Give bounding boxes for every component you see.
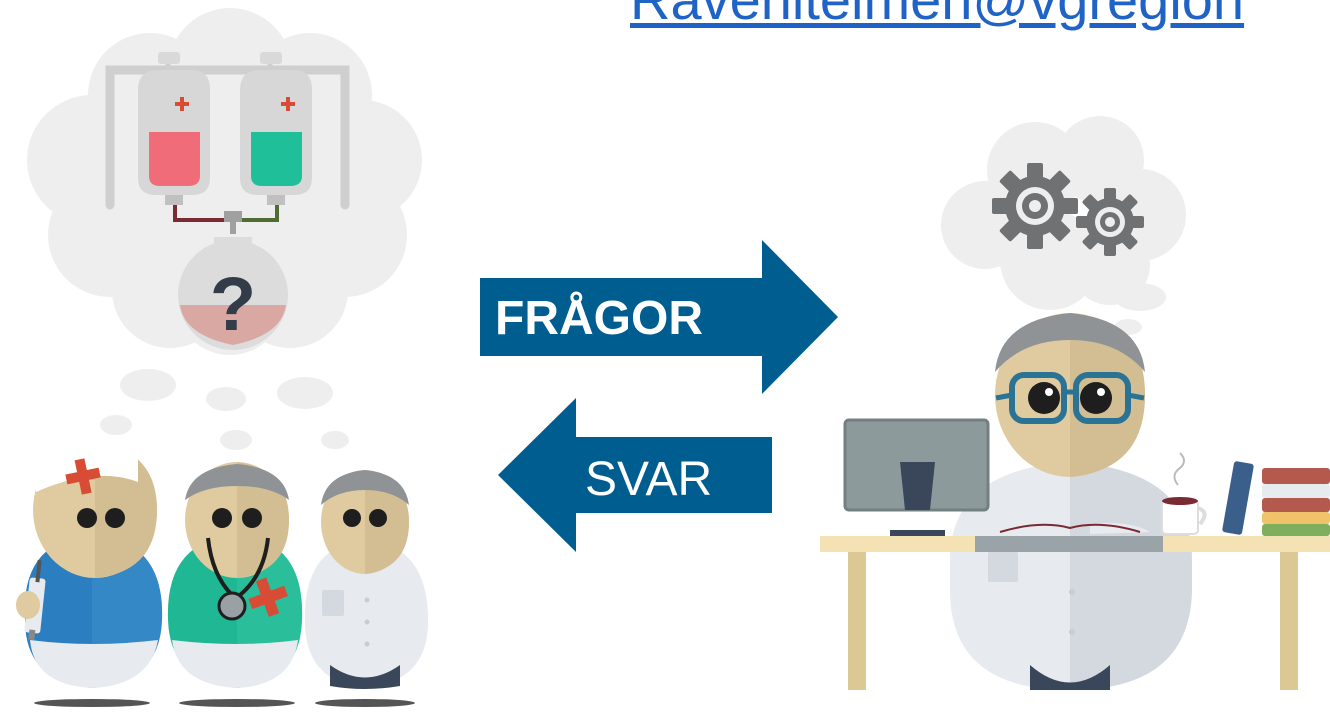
monitor-icon <box>843 418 990 536</box>
thought-cloud-right <box>941 116 1186 335</box>
svg-text:?: ? <box>210 262 256 347</box>
questions-arrow-label: FRÅGOR <box>495 291 703 345</box>
answers-arrow: SVAR <box>498 398 772 552</box>
desk-scene <box>820 313 1330 690</box>
questions-arrow: FRÅGOR <box>480 240 838 394</box>
glasses-icon <box>995 372 1145 424</box>
nurse-character <box>16 440 163 688</box>
thought-cloud-left: ? <box>27 8 422 450</box>
iv-bags-question-icon: ? <box>105 52 350 350</box>
email-link[interactable]: Rävehitelmen@vgregion <box>630 0 1244 30</box>
doctor-character <box>167 462 303 688</box>
coffee-cup-icon <box>1161 452 1207 535</box>
answers-arrow-label: SVAR <box>585 453 712 506</box>
lab-coat-character <box>304 470 429 689</box>
character-shadows <box>34 699 415 707</box>
gears-icon <box>992 163 1144 256</box>
books-icon <box>1222 461 1330 536</box>
